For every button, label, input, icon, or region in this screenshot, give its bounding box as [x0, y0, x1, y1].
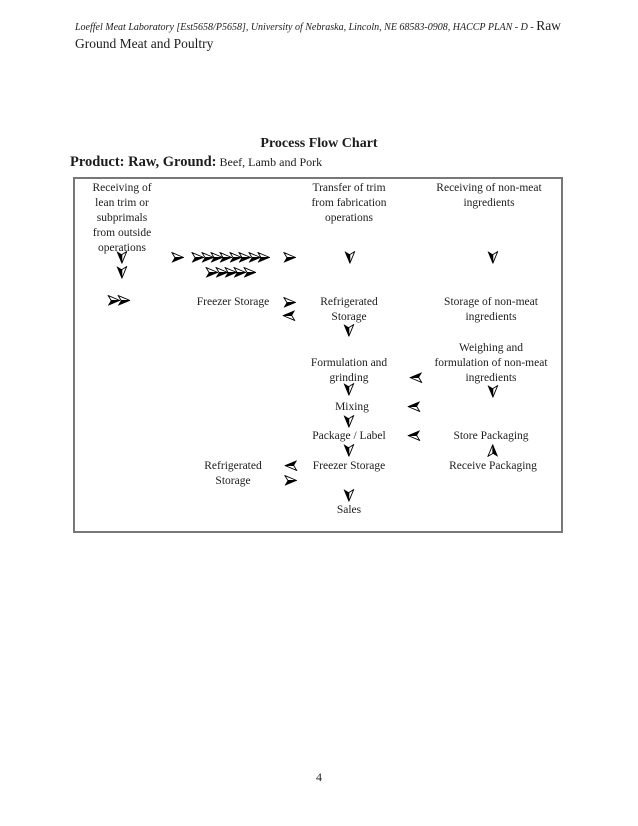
- product-line: Product: Raw, Ground: Beef, Lamb and Por…: [70, 153, 322, 171]
- step-receiving-non-meat: Receiving of non-meat ingredients: [436, 182, 542, 209]
- step-freezer-storage-1: Freezer Storage: [196, 296, 270, 308]
- step-package-label: Package / Label: [312, 430, 386, 442]
- step-weighing-formulation: Weighing and formulation of non-meat ing…: [434, 342, 548, 384]
- down-arrowhead-icon: [343, 444, 355, 457]
- left-arrowhead-icon: [409, 372, 423, 383]
- left-arrowhead-icon: [407, 430, 421, 441]
- right-arrowhead-icon: [171, 252, 185, 263]
- down-arrowhead-icon: [116, 266, 128, 279]
- step-freezer-storage-2: Freezer Storage: [312, 460, 386, 472]
- step-sales: Sales: [336, 504, 362, 516]
- down-arrowhead-icon: [343, 415, 355, 428]
- document-header: Loeffel Meat Laboratory [Est5658/P5658],…: [75, 18, 580, 52]
- step-mixing: Mixing: [335, 401, 369, 413]
- left-arrowhead-icon: [284, 460, 298, 471]
- right-arrowhead-icon: [107, 295, 130, 306]
- down-arrowhead-icon: [487, 385, 499, 398]
- left-arrowhead-icon: [407, 401, 421, 412]
- header-raw-word: Raw: [536, 18, 561, 33]
- down-arrowhead-icon: [116, 251, 128, 264]
- page-number: 4: [316, 770, 322, 784]
- product-value: Beef, Lamb and Pork: [216, 155, 323, 169]
- up-arrowhead-icon: [487, 444, 499, 457]
- right-arrowhead-icon: [284, 475, 298, 486]
- right-arrowhead-icon: [191, 252, 270, 263]
- step-storage-non-meat: Storage of non-meat ingredients: [444, 296, 538, 323]
- step-receiving-lean-trim: Receiving of lean trim or subprimals fro…: [92, 182, 152, 254]
- left-arrowhead-icon: [282, 310, 296, 321]
- step-receive-packaging: Receive Packaging: [449, 460, 537, 472]
- header-line2: Ground Meat and Poultry: [75, 36, 214, 51]
- right-arrowhead-icon: [283, 297, 297, 308]
- down-arrowhead-icon: [344, 251, 356, 264]
- down-arrowhead-icon: [343, 489, 355, 502]
- right-arrowhead-icon: [283, 252, 297, 263]
- step-store-packaging: Store Packaging: [453, 430, 529, 442]
- page-title: Process Flow Chart: [260, 136, 378, 151]
- flowchart-border-box: [73, 177, 563, 533]
- step-refrigerated-storage-1: Refrigerated Storage: [320, 296, 378, 323]
- down-arrowhead-icon: [343, 383, 355, 396]
- down-arrowhead-icon: [343, 324, 355, 337]
- down-arrowhead-icon: [487, 251, 499, 264]
- header-lab-line: Loeffel Meat Laboratory [Est5658/P5658],…: [75, 22, 537, 33]
- right-arrowhead-icon: [205, 267, 256, 278]
- product-label: Product: Raw, Ground:: [70, 154, 217, 170]
- step-refrigerated-storage-2: Refrigerated Storage: [204, 460, 262, 487]
- step-formulation-grinding: Formulation and grinding: [310, 357, 388, 384]
- step-transfer-of-trim: Transfer of trim from fabrication operat…: [311, 182, 387, 224]
